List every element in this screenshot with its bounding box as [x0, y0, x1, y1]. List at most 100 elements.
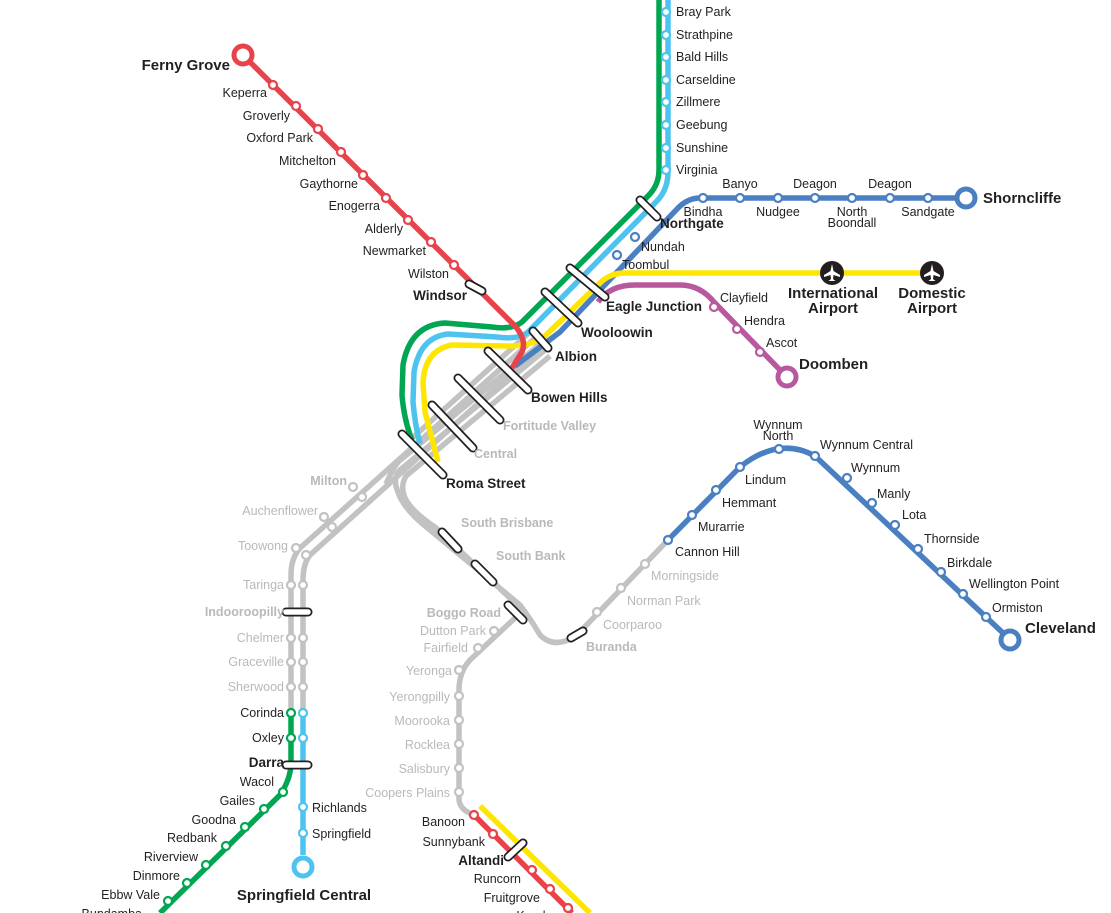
- station-icon[interactable]: [335, 146, 347, 158]
- station-icon[interactable]: [453, 786, 465, 798]
- station-icon[interactable]: [660, 6, 672, 18]
- station-icon[interactable]: [660, 51, 672, 63]
- station-icon[interactable]: [285, 732, 297, 744]
- station-icon[interactable]: [708, 301, 720, 313]
- station-icon[interactable]: [297, 732, 309, 744]
- station-icon[interactable]: [448, 259, 460, 271]
- station-icon[interactable]: [380, 192, 392, 204]
- station-icon[interactable]: [754, 346, 766, 358]
- interchange-icon[interactable]: [540, 287, 583, 328]
- station-icon[interactable]: [884, 192, 896, 204]
- station-icon[interactable]: [258, 803, 270, 815]
- terminus-icon[interactable]: [231, 43, 255, 67]
- station-icon[interactable]: [290, 542, 302, 554]
- station-icon[interactable]: [162, 895, 174, 907]
- interchange-icon[interactable]: [483, 346, 533, 395]
- station-icon[interactable]: [660, 96, 672, 108]
- station-icon[interactable]: [285, 656, 297, 668]
- interchange-icon[interactable]: [503, 600, 528, 625]
- interchange-icon[interactable]: [427, 400, 478, 453]
- interchange-icon[interactable]: [397, 429, 448, 480]
- station-icon[interactable]: [468, 809, 480, 821]
- station-icon[interactable]: [285, 579, 297, 591]
- station-icon[interactable]: [710, 484, 722, 496]
- station-icon[interactable]: [591, 606, 603, 618]
- station-icon[interactable]: [181, 877, 193, 889]
- station-icon[interactable]: [326, 521, 338, 533]
- station-icon[interactable]: [841, 472, 853, 484]
- station-icon[interactable]: [773, 443, 785, 455]
- station-icon[interactable]: [731, 323, 743, 335]
- terminus-icon[interactable]: [291, 855, 315, 879]
- station-icon[interactable]: [453, 762, 465, 774]
- terminus-icon[interactable]: [998, 628, 1022, 652]
- station-icon[interactable]: [290, 100, 302, 112]
- station-icon[interactable]: [297, 579, 309, 591]
- interchange-icon[interactable]: [437, 527, 463, 554]
- station-icon[interactable]: [660, 142, 672, 154]
- station-icon[interactable]: [453, 738, 465, 750]
- interchange-icon[interactable]: [453, 373, 505, 425]
- station-icon[interactable]: [318, 511, 330, 523]
- station-icon[interactable]: [297, 681, 309, 693]
- station-icon[interactable]: [285, 681, 297, 693]
- interchange-icon[interactable]: [635, 195, 662, 222]
- station-icon[interactable]: [453, 664, 465, 676]
- station-icon[interactable]: [889, 519, 901, 531]
- station-icon[interactable]: [297, 801, 309, 813]
- station-icon[interactable]: [922, 192, 934, 204]
- station-icon[interactable]: [453, 714, 465, 726]
- interchange-icon[interactable]: [565, 263, 610, 302]
- station-icon[interactable]: [357, 169, 369, 181]
- station-icon[interactable]: [809, 192, 821, 204]
- station-icon[interactable]: [425, 236, 437, 248]
- station-icon[interactable]: [277, 786, 289, 798]
- interchange-icon[interactable]: [566, 626, 588, 643]
- station-icon[interactable]: [957, 588, 969, 600]
- terminus-icon[interactable]: [954, 186, 978, 210]
- station-icon[interactable]: [297, 656, 309, 668]
- station-icon[interactable]: [347, 481, 359, 493]
- station-icon[interactable]: [239, 821, 251, 833]
- station-icon[interactable]: [402, 214, 414, 226]
- station-icon[interactable]: [297, 827, 309, 839]
- station-icon[interactable]: [697, 192, 709, 204]
- station-icon[interactable]: [660, 119, 672, 131]
- station-icon[interactable]: [285, 707, 297, 719]
- terminus-icon[interactable]: [775, 365, 799, 389]
- station-icon[interactable]: [472, 642, 484, 654]
- station-icon[interactable]: [615, 582, 627, 594]
- station-icon[interactable]: [488, 625, 500, 637]
- station-icon[interactable]: [772, 192, 784, 204]
- station-icon[interactable]: [562, 902, 574, 913]
- station-icon[interactable]: [809, 450, 821, 462]
- station-icon[interactable]: [660, 74, 672, 86]
- station-icon[interactable]: [220, 840, 232, 852]
- station-icon[interactable]: [267, 79, 279, 91]
- interchange-icon[interactable]: [464, 279, 487, 296]
- station-icon[interactable]: [980, 611, 992, 623]
- station-icon[interactable]: [356, 491, 368, 503]
- station-icon[interactable]: [487, 828, 499, 840]
- station-icon[interactable]: [660, 29, 672, 41]
- station-icon[interactable]: [846, 192, 858, 204]
- station-icon[interactable]: [734, 461, 746, 473]
- station-icon[interactable]: [297, 707, 309, 719]
- station-icon[interactable]: [660, 164, 672, 176]
- station-icon[interactable]: [912, 543, 924, 555]
- station-icon[interactable]: [935, 566, 947, 578]
- station-icon[interactable]: [200, 859, 212, 871]
- station-icon[interactable]: [312, 123, 324, 135]
- station-icon[interactable]: [866, 497, 878, 509]
- interchange-icon[interactable]: [470, 559, 498, 587]
- station-icon[interactable]: [297, 632, 309, 644]
- station-icon[interactable]: [629, 231, 641, 243]
- station-icon[interactable]: [639, 558, 651, 570]
- station-icon[interactable]: [526, 864, 538, 876]
- station-icon[interactable]: [453, 690, 465, 702]
- station-icon[interactable]: [662, 534, 674, 546]
- station-icon[interactable]: [686, 509, 698, 521]
- station-icon[interactable]: [734, 192, 746, 204]
- station-icon[interactable]: [285, 632, 297, 644]
- station-icon[interactable]: [544, 883, 556, 895]
